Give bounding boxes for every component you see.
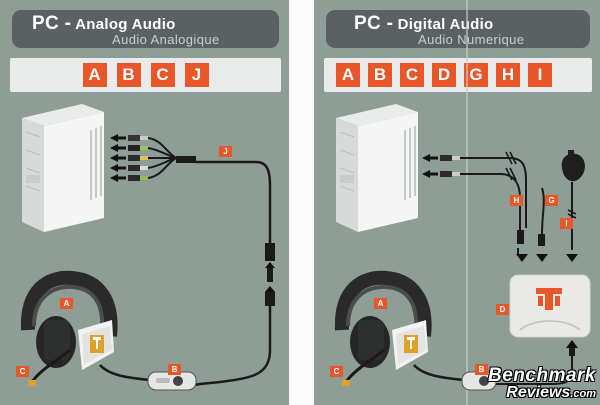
tag-headset: A	[374, 298, 387, 309]
letter-box: C	[400, 63, 424, 87]
page-gap	[289, 0, 314, 405]
tag-headset: A	[60, 298, 73, 309]
tag-mic: C	[16, 366, 29, 377]
watermark-suffix: .com	[570, 388, 596, 400]
watermark-line2: Reviews.com	[488, 385, 596, 401]
letter-box: C	[150, 63, 175, 87]
letter-box: D	[432, 63, 456, 87]
analog-diagram	[20, 104, 275, 391]
usb-connectors	[440, 155, 460, 177]
box-arrows	[516, 254, 578, 262]
pc-tower-icon	[22, 104, 104, 232]
port-arrows	[422, 154, 438, 178]
title-prefix: PC -	[32, 13, 72, 34]
title-bar: PC - Digital Audio Audio Numerique	[326, 10, 590, 48]
analog-audio-card: PC - Analog Audio Audio Analogique A B C…	[0, 0, 289, 405]
headset-cable	[99, 364, 151, 382]
component-letters-bar: A B C J	[10, 58, 281, 92]
volume-control-icon	[461, 371, 497, 391]
tag-cable: J	[219, 146, 232, 157]
letter-box: J	[184, 63, 209, 87]
watermark-line1: Benchmark	[488, 365, 596, 386]
audio-jacks	[128, 135, 148, 181]
tag-control: B	[475, 364, 488, 375]
box-plug-icons	[517, 230, 545, 256]
tag-usb: H	[510, 195, 523, 206]
tag-optical: G	[545, 195, 558, 206]
title-prefix: PC -	[354, 13, 394, 34]
inline-connector-icon	[265, 243, 275, 306]
audio-box-icon	[509, 274, 591, 338]
port-arrows	[110, 134, 126, 182]
cable-splitter	[176, 156, 196, 163]
letter-box: B	[368, 63, 392, 87]
headset-icon	[20, 270, 118, 386]
title-bar: PC - Analog Audio Audio Analogique	[12, 10, 279, 48]
cable-bundle	[147, 137, 272, 387]
card-title: PC - Analog Audio	[32, 13, 176, 35]
volume-control-icon	[147, 371, 197, 391]
component-letters-bar: A B C D G H I	[324, 58, 592, 92]
card-subtitle: Audio Numerique	[418, 32, 525, 47]
title-rest: Digital Audio	[393, 16, 494, 33]
title-rest: Analog Audio	[71, 16, 176, 33]
letter-box: H	[496, 63, 520, 87]
control-to-box-link	[494, 340, 578, 385]
cable-break-marks	[505, 151, 577, 219]
watermark-word: Reviews	[506, 384, 571, 401]
tag-power: I	[560, 218, 573, 229]
benchmark-reviews-watermark: Benchmark Reviews.com	[488, 366, 596, 401]
tag-box: D	[496, 304, 509, 315]
letter-box: B	[116, 63, 141, 87]
tag-control: B	[168, 364, 181, 375]
pc-tower-icon	[336, 104, 418, 232]
power-adapter-icon	[561, 150, 585, 182]
digital-diagram	[334, 0, 591, 405]
tag-mic: C	[330, 366, 343, 377]
card-subtitle: Audio Analogique	[112, 32, 220, 47]
letter-box: A	[82, 63, 107, 87]
digital-audio-card: PC - Digital Audio Audio Numerique A B C…	[314, 0, 600, 405]
card-title: PC - Digital Audio	[354, 13, 494, 35]
letter-box: G	[464, 63, 488, 87]
headset-icon	[334, 270, 432, 386]
headset-cable	[413, 364, 465, 382]
letter-box: I	[528, 63, 552, 87]
letter-box: A	[336, 63, 360, 87]
